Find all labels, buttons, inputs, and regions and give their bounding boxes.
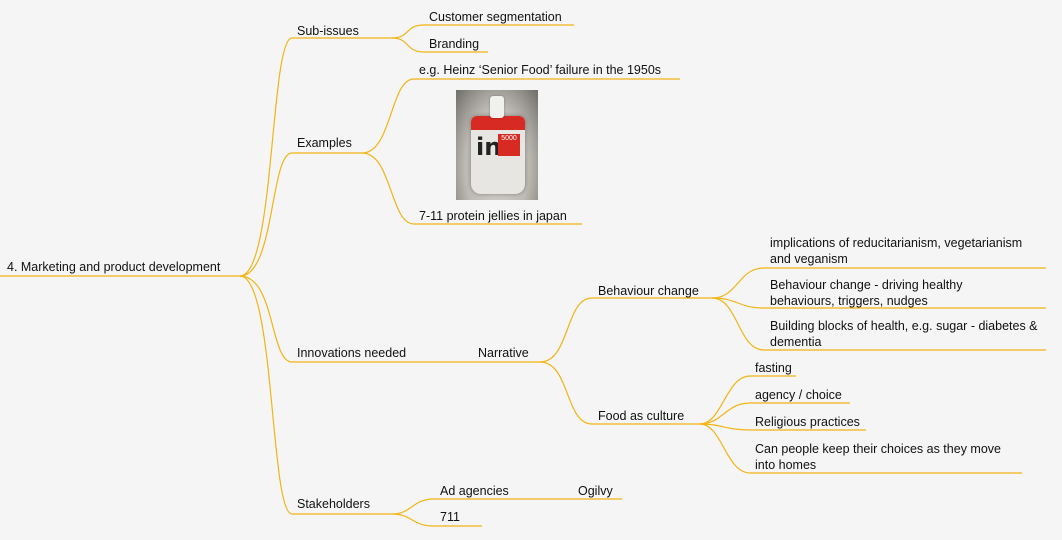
node-driving-healthy-behaviours[interactable]: Behaviour change - driving healthy behav… bbox=[770, 278, 963, 308]
link-stakeholders-ad bbox=[391, 498, 622, 515]
link-narrative-behaviour bbox=[539, 297, 712, 363]
node-711[interactable]: 711 bbox=[440, 510, 460, 524]
link-culture-2 bbox=[699, 402, 850, 425]
link-subissues-branding bbox=[391, 37, 488, 53]
link-behaviour-2 bbox=[711, 297, 1046, 309]
pouch-label: 5000 bbox=[498, 134, 520, 156]
pouch-red-band bbox=[471, 116, 525, 130]
branch-examples[interactable]: Examples bbox=[297, 136, 352, 150]
node-building-blocks-health[interactable]: Building blocks of health, e.g. sugar - … bbox=[770, 319, 1038, 349]
link-culture-3 bbox=[699, 423, 866, 431]
node-reducitarianism[interactable]: implications of reducitarianism, vegetar… bbox=[770, 235, 1042, 267]
link-root-innovations bbox=[239, 275, 420, 363]
link-culture-1 bbox=[699, 375, 796, 425]
node-protein-jellies[interactable]: 7-11 protein jellies in japan bbox=[419, 209, 567, 223]
link-examples-protein bbox=[361, 152, 582, 225]
node-branding[interactable]: Branding bbox=[429, 37, 480, 51]
node-keep-choices-homes[interactable]: Can people keep their choices as they mo… bbox=[755, 442, 1001, 472]
protein-jelly-photo: in 5000 bbox=[456, 90, 538, 200]
pouch-logo: in bbox=[476, 133, 502, 161]
pouch-cap bbox=[490, 96, 504, 118]
link-narrative-culture bbox=[539, 361, 700, 425]
link-subissues-segmentation bbox=[391, 24, 574, 39]
node-religious-practices[interactable]: Religious practices bbox=[755, 415, 860, 429]
link-behaviour-1 bbox=[711, 267, 1046, 299]
node-behaviour-change[interactable]: Behaviour change bbox=[598, 284, 699, 298]
link-root-stakeholders bbox=[239, 275, 392, 515]
link-root-examples bbox=[239, 152, 362, 277]
link-culture-4 bbox=[699, 423, 1022, 474]
link-examples-heinz bbox=[361, 78, 680, 154]
node-customer-segmentation[interactable]: Customer segmentation bbox=[429, 10, 562, 24]
branch-sub-issues[interactable]: Sub-issues bbox=[297, 24, 359, 38]
node-fasting[interactable]: fasting bbox=[755, 361, 792, 375]
node-agency-choice[interactable]: agency / choice bbox=[755, 388, 842, 402]
root-node[interactable]: 4. Marketing and product development bbox=[7, 260, 221, 274]
link-behaviour-3 bbox=[711, 297, 1046, 351]
node-reducitarianism-text: implications of reducitarianism, vegetar… bbox=[770, 236, 1023, 266]
node-heinz-example[interactable]: e.g. Heinz ‘Senior Food’ failure in the … bbox=[419, 63, 662, 77]
node-ad-agencies[interactable]: Ad agencies bbox=[440, 484, 509, 498]
node-food-as-culture[interactable]: Food as culture bbox=[598, 409, 685, 423]
branch-innovations-needed[interactable]: Innovations needed bbox=[297, 346, 407, 360]
branch-stakeholders[interactable]: Stakeholders bbox=[297, 497, 370, 511]
node-ogilvy[interactable]: Ogilvy bbox=[578, 484, 613, 498]
node-narrative[interactable]: Narrative bbox=[478, 346, 529, 360]
link-stakeholders-711 bbox=[391, 513, 482, 527]
link-root-subissues bbox=[239, 37, 392, 277]
